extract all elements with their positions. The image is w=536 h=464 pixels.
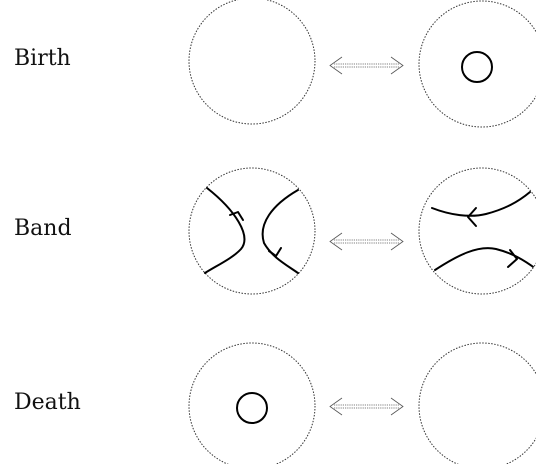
band-row <box>188 167 536 295</box>
death-circle-component <box>236 392 268 424</box>
band-right-strands <box>431 191 536 271</box>
band-right-arrows <box>467 207 518 268</box>
death-right-disk <box>418 342 536 464</box>
band-left-disk <box>188 167 316 295</box>
death-row <box>188 342 536 464</box>
band-right-arrow-icon <box>507 249 518 268</box>
birth-row <box>188 0 536 128</box>
band-right-arrow-icon <box>467 207 477 227</box>
birth-label: Birth <box>14 46 71 71</box>
band-left-arrow-icon <box>229 211 244 221</box>
birth-right-disk <box>418 0 536 128</box>
birth-circle-component <box>461 51 493 83</box>
birth-left-disk <box>188 0 316 125</box>
death-label: Death <box>14 390 81 415</box>
band-double-arrow-icon <box>329 232 404 251</box>
band-left-strands <box>204 187 299 274</box>
band-label: Band <box>14 216 72 241</box>
band-right-disk <box>418 167 536 295</box>
birth-double-arrow-icon <box>329 56 404 75</box>
death-double-arrow-icon <box>329 397 404 416</box>
band-left-arrow-icon <box>268 247 282 257</box>
death-left-disk <box>188 342 316 464</box>
